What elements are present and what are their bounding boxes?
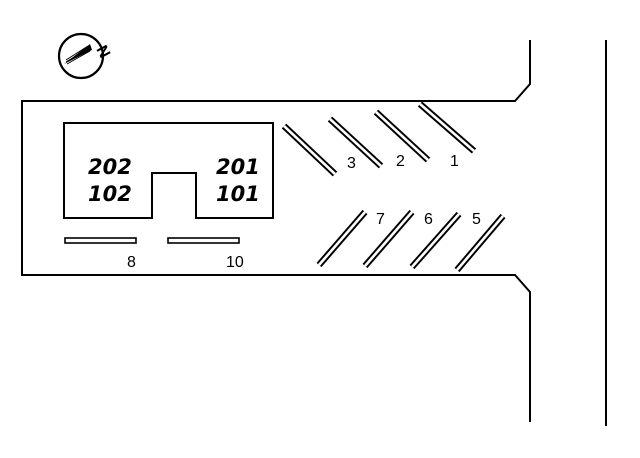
parking-stall-7 <box>316 209 368 268</box>
slot-label-6: 6 <box>424 211 433 228</box>
building-outline <box>63 122 274 219</box>
slot-label-1: 1 <box>450 153 459 170</box>
slot-label-3: 3 <box>347 155 356 172</box>
slot-label-8: 8 <box>127 254 136 271</box>
unit-label-201: 201 <box>216 155 260 179</box>
slot-label-10: 10 <box>226 254 244 271</box>
north-arrow-icon: N <box>57 32 113 80</box>
slot-label-5: 5 <box>472 211 481 228</box>
unit-label-101: 101 <box>216 182 260 206</box>
unit-label-102: 102 <box>88 182 132 206</box>
parking-stall-3 <box>281 123 338 177</box>
lot-boundary <box>21 40 607 426</box>
parking-stall-6 <box>362 209 415 269</box>
parking-stall-8 <box>64 237 137 244</box>
parking-stall-1-line-a <box>373 109 431 163</box>
parking-stall-10 <box>167 237 240 244</box>
slot-label-2: 2 <box>396 153 405 170</box>
parking-stall-5-line-b <box>454 213 506 273</box>
unit-label-202: 202 <box>88 155 132 179</box>
parking-stall-5-line-a <box>409 211 462 270</box>
parking-stall-2 <box>327 116 384 169</box>
slot-label-7: 7 <box>376 211 385 228</box>
parking-stall-1-line-b <box>417 101 477 154</box>
